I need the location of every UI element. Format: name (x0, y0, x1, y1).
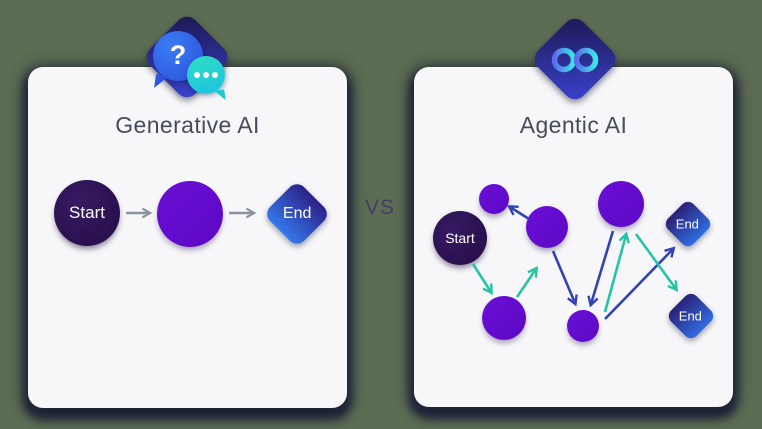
start-label: Start (69, 203, 105, 222)
agentic-ai-title: Agentic AI (519, 112, 628, 138)
agentic-circle-a (479, 184, 509, 214)
question-glyph: ? (169, 40, 187, 70)
vs-label: VS (364, 196, 395, 219)
generative-ai-title: Generative AI (115, 112, 260, 138)
agentic-circle-c (598, 181, 644, 227)
agentic-circle-b (526, 206, 568, 248)
generative-start-node: Start (54, 180, 120, 246)
agentic-circle-e (567, 310, 599, 342)
agentic-start-node: Start (433, 211, 487, 265)
end-label: End (679, 308, 703, 324)
generative-process-node (157, 181, 223, 247)
end-label: End (282, 205, 312, 222)
agentic-circle-d (482, 296, 526, 340)
end-label: End (676, 216, 700, 232)
infinity-icon (549, 47, 601, 73)
start-label: Start (445, 230, 475, 246)
typing-dots (187, 72, 225, 78)
typing-dots-bubble-icon (187, 56, 225, 94)
